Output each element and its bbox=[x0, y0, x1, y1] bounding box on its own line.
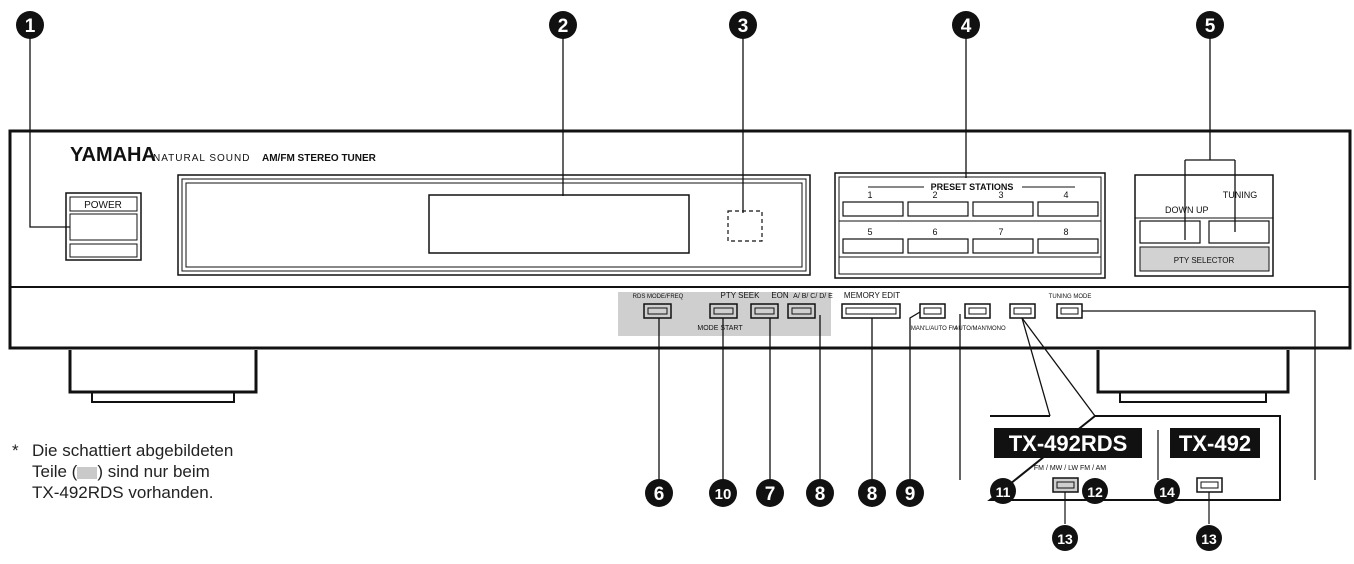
pty-selector-label: PTY SELECTOR bbox=[1174, 256, 1235, 265]
product-name: AM/FM STEREO TUNER bbox=[262, 153, 377, 164]
callout-4: 4 bbox=[952, 11, 980, 39]
callout-6: 6 bbox=[645, 479, 673, 507]
svg-text:2: 2 bbox=[558, 16, 569, 37]
callout-3: 3 bbox=[729, 11, 757, 39]
preset-num-2: 2 bbox=[932, 190, 937, 200]
tuning-panel: TUNING DOWN UP PTY SELECTOR bbox=[1134, 174, 1274, 277]
footnote-line-3: TX-492RDS vorhanden. bbox=[32, 483, 214, 502]
shade-swatch bbox=[77, 466, 98, 479]
callout-1: 1 bbox=[16, 11, 44, 39]
callout-11: 11 bbox=[990, 478, 1016, 504]
remote-sensor bbox=[727, 210, 763, 242]
svg-text:13: 13 bbox=[1057, 531, 1073, 547]
label-abcde: A/ B/ C/ D/ E bbox=[793, 293, 833, 300]
callout-7: 7 bbox=[756, 479, 784, 507]
svg-text:13: 13 bbox=[1201, 531, 1217, 547]
pty-selector-area[interactable] bbox=[1139, 246, 1270, 272]
preset-button-2[interactable] bbox=[907, 201, 969, 217]
svg-text:9: 9 bbox=[905, 484, 916, 505]
label-memory-edit: MEMORY EDIT bbox=[844, 291, 900, 300]
preset-num-5: 5 bbox=[867, 227, 872, 237]
preset-num-4: 4 bbox=[1063, 190, 1068, 200]
label-rds-mode-freq: RDS MODE/FREQ bbox=[633, 294, 684, 300]
callout-13a: 13 bbox=[1052, 525, 1078, 551]
footnote: * Die schattiert abgebildeten Teile ( ) s… bbox=[12, 440, 312, 503]
footnote-line-2a: Teile ( bbox=[32, 462, 78, 481]
tuning-up-button[interactable] bbox=[1208, 220, 1270, 244]
label-eon: EON bbox=[771, 291, 789, 300]
preset-num-7: 7 bbox=[998, 227, 1003, 237]
tuner-body bbox=[8, 129, 1352, 350]
footnote-star: * bbox=[12, 441, 19, 460]
auto-man-mono-button[interactable] bbox=[964, 303, 991, 319]
preset-num-8: 8 bbox=[1063, 227, 1068, 237]
preset-num-1: 1 bbox=[867, 190, 872, 200]
svg-text:8: 8 bbox=[815, 484, 826, 505]
svg-text:14: 14 bbox=[1159, 484, 1175, 500]
label-tuning-mode: TUNING MODE bbox=[1049, 294, 1092, 300]
svg-text:3: 3 bbox=[738, 16, 749, 37]
leader-lines bbox=[29, 38, 1316, 480]
preset-button-4[interactable] bbox=[1037, 201, 1099, 217]
callout-2: 2 bbox=[549, 11, 577, 39]
preset-num-3: 3 bbox=[998, 190, 1003, 200]
power-label: POWER bbox=[84, 200, 122, 211]
preset-button-5[interactable] bbox=[842, 238, 904, 254]
preset-button-6[interactable] bbox=[907, 238, 969, 254]
model-rds-label: TX-492RDS bbox=[1009, 431, 1128, 456]
man-auto-fm-button[interactable] bbox=[919, 303, 946, 319]
callout-9: 9 bbox=[896, 479, 924, 507]
svg-text:12: 12 bbox=[1087, 484, 1103, 500]
svg-text:5: 5 bbox=[1205, 16, 1216, 37]
svg-text:10: 10 bbox=[715, 486, 732, 503]
callout-13b: 13 bbox=[1196, 525, 1222, 551]
brand-logo: YAMAHA bbox=[70, 144, 156, 166]
svg-text:1: 1 bbox=[25, 16, 36, 37]
label-mode-start: MODE START bbox=[697, 325, 743, 332]
svg-text:8: 8 bbox=[867, 484, 878, 505]
band-label: FM / MW / LW FM / AM bbox=[1034, 465, 1106, 472]
svg-text:7: 7 bbox=[765, 484, 776, 505]
display-window bbox=[177, 174, 811, 276]
tuning-down-button[interactable] bbox=[1139, 220, 1201, 244]
left-foot bbox=[68, 350, 258, 403]
svg-text:4: 4 bbox=[961, 16, 972, 37]
svg-text:6: 6 bbox=[654, 484, 665, 505]
eon-button[interactable] bbox=[750, 303, 779, 319]
preset-button-3[interactable] bbox=[972, 201, 1034, 217]
footnote-line-2: Teile ( ) sind nur beim bbox=[32, 461, 312, 482]
footnote-line-2b: ) sind nur beim bbox=[97, 462, 210, 481]
callout-8a: 8 bbox=[806, 479, 834, 507]
preset-button-7[interactable] bbox=[972, 238, 1034, 254]
tuning-label: TUNING bbox=[1223, 190, 1258, 200]
preset-button-1[interactable] bbox=[842, 201, 904, 217]
callout-12: 12 bbox=[1082, 478, 1108, 504]
label-pty-seek: PTY SEEK bbox=[721, 291, 761, 300]
callout-10: 10 bbox=[709, 479, 737, 507]
down-up-label: DOWN UP bbox=[1165, 205, 1209, 215]
abcde-button[interactable] bbox=[787, 303, 816, 319]
label-auto-man-mono: AUTO/MAN'MONO bbox=[954, 326, 1006, 332]
right-foot bbox=[1096, 350, 1290, 403]
label-man-auto-fm: MAN'L/AUTO FM bbox=[911, 326, 957, 332]
callout-14: 14 bbox=[1154, 478, 1180, 504]
preset-panel: PRESET STATIONS 1 2 3 4 5 6 7 8 bbox=[834, 172, 1106, 279]
rds-mode-button[interactable] bbox=[643, 303, 672, 319]
preset-title: PRESET STATIONS bbox=[931, 182, 1014, 192]
power-button[interactable]: POWER bbox=[65, 192, 142, 261]
callout-8b: 8 bbox=[858, 479, 886, 507]
footnote-line-1: Die schattiert abgebildeten bbox=[32, 441, 234, 460]
callout-5: 5 bbox=[1196, 11, 1224, 39]
preset-button-8[interactable] bbox=[1037, 238, 1099, 254]
model-inset: TX-492RDS TX-492 FM / MW / LW FM / AM bbox=[987, 415, 1281, 524]
svg-text:11: 11 bbox=[996, 484, 1011, 500]
tagline: NATURAL SOUND bbox=[153, 153, 250, 164]
model-label: TX-492 bbox=[1179, 431, 1251, 456]
preset-num-6: 6 bbox=[932, 227, 937, 237]
memory-edit-button[interactable] bbox=[841, 303, 901, 319]
